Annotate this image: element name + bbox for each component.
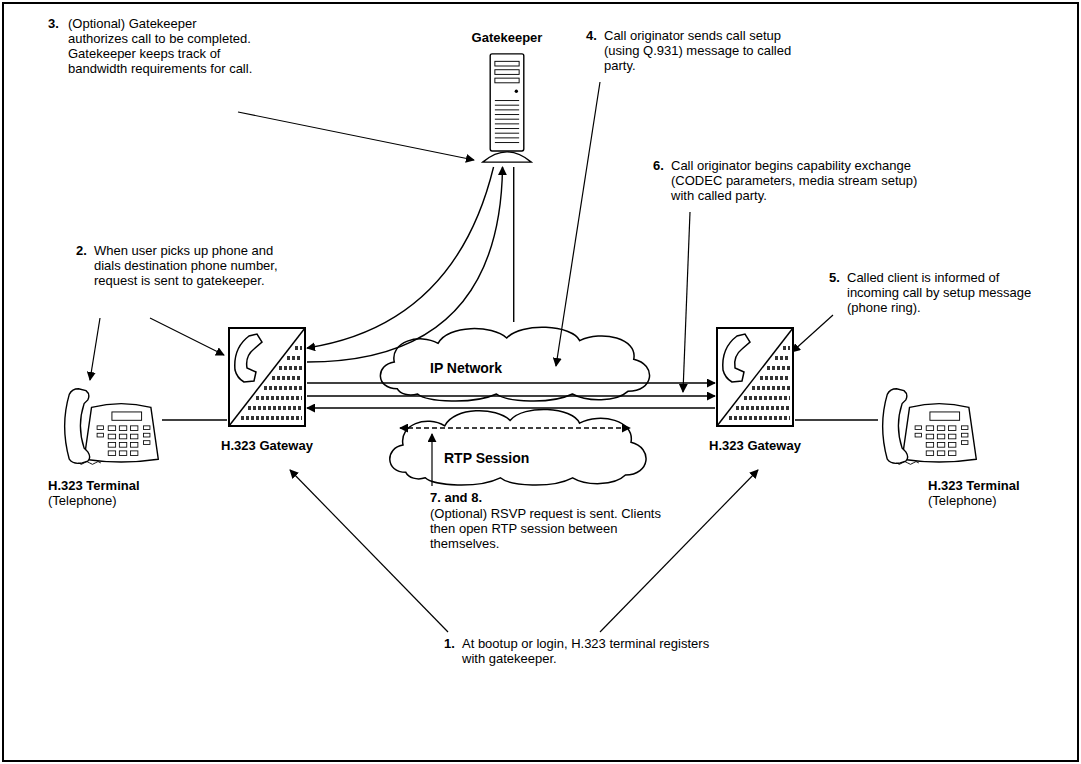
server-icon	[479, 49, 535, 167]
callout-text: (Optional) RSVP request is sent. Clients…	[430, 506, 675, 551]
rtp-stream-line	[400, 427, 630, 428]
frame-border	[3, 3, 1078, 761]
callout-text: Call originator sends call setup (using …	[604, 28, 819, 73]
callout-text: (Optional) Gatekeeper authorizes call to…	[68, 16, 253, 76]
signal-connector	[307, 407, 715, 408]
gateway-icon	[715, 326, 795, 428]
signal-connector	[795, 419, 878, 420]
node-label: H.323 Gateway	[709, 438, 801, 453]
gateway-node: H.323 Gateway	[700, 326, 810, 453]
callout-number: 5.	[829, 270, 840, 285]
gateway-icon	[227, 326, 307, 428]
node-sublabel: (Telephone)	[928, 493, 1049, 508]
node-label: IP Network	[430, 360, 502, 376]
gatekeeper-node: Gatekeeper	[462, 30, 552, 167]
callout-text: When user picks up phone and dials desti…	[94, 243, 294, 288]
node-label: H.323 Terminal	[928, 478, 1049, 493]
leader-line	[431, 434, 432, 486]
leader-line	[238, 112, 474, 160]
gateway-node: H.323 Gateway	[212, 326, 322, 453]
network-cloud: RTP Session	[378, 404, 656, 486]
callout-number: 4.	[586, 28, 597, 43]
signal-connector	[307, 395, 715, 396]
leader-line	[90, 318, 100, 380]
telephone-icon	[878, 380, 980, 468]
cloud-path	[390, 409, 646, 485]
callout-text: At bootup or login, H.323 terminal regis…	[462, 636, 717, 666]
leader-line	[150, 318, 224, 355]
node-label: Gatekeeper	[472, 30, 543, 45]
leader-line	[683, 212, 690, 392]
cloud-outline	[378, 404, 656, 486]
signal-connector	[513, 167, 514, 322]
callout-number: 3.	[48, 16, 59, 31]
leader-line	[600, 470, 758, 632]
signal-connector	[162, 419, 227, 420]
cloud-outline	[368, 322, 660, 402]
callout-number: 2.	[76, 243, 87, 258]
leader-line	[556, 82, 600, 366]
cloud-path	[380, 327, 649, 401]
network-cloud: IP Network	[368, 322, 660, 402]
node-sublabel: (Telephone)	[48, 493, 194, 508]
node-label: H.323 Gateway	[221, 438, 313, 453]
callout-number: 1.	[444, 636, 455, 651]
terminal-node: H.323 Terminal(Telephone)	[40, 380, 194, 508]
signal-connector	[307, 382, 715, 383]
leader-line	[290, 470, 448, 632]
node-label: H.323 Terminal	[48, 478, 194, 493]
telephone-icon	[60, 380, 162, 468]
callout-number: 7. and 8.	[430, 490, 482, 505]
callout-number: 6.	[653, 158, 664, 173]
terminal-node: H.323 Terminal(Telephone)	[870, 380, 1049, 508]
node-label: RTP Session	[444, 450, 529, 466]
callout-text: Call originator begins capability exchan…	[671, 158, 926, 203]
callout-text: Called client is informed of incoming ca…	[847, 270, 1052, 315]
signal-connector	[307, 167, 503, 362]
leader-line	[792, 315, 833, 352]
signal-connector	[307, 167, 494, 348]
